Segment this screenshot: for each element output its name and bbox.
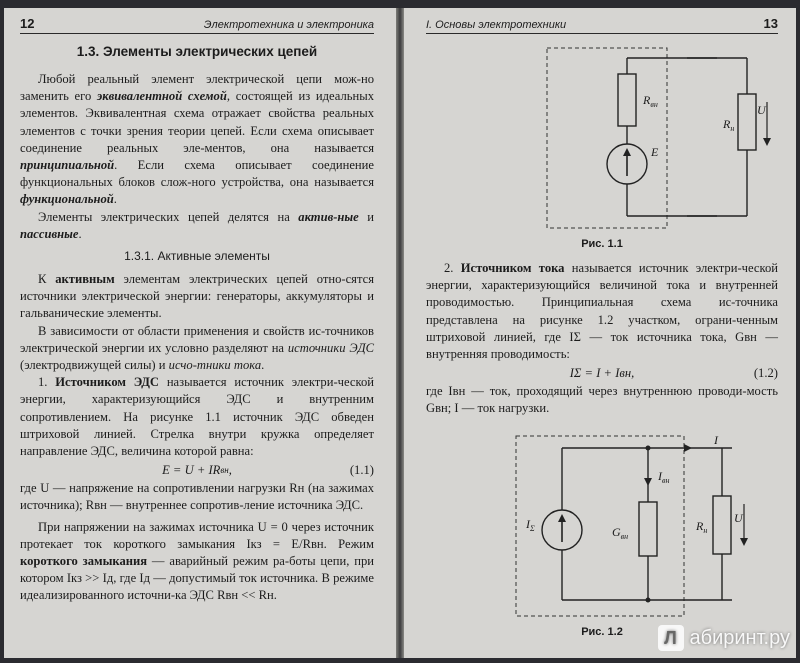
paragraph-2: где Iвн — ток, проходящий через внутренн… bbox=[426, 384, 778, 416]
running-title: Электротехника и электроника bbox=[203, 19, 374, 31]
svg-text:I: I bbox=[713, 433, 719, 447]
svg-text:Gвн: Gвн bbox=[612, 525, 628, 541]
svg-text:E: E bbox=[650, 145, 659, 159]
page-number: 12 bbox=[20, 16, 35, 31]
figure-1-1: Rвн E Rн U bbox=[487, 44, 771, 234]
subsection-title: 1.3.1. Активные элементы bbox=[124, 249, 270, 264]
figure-1-2: I Iвн IΣ Gвн Rн U bbox=[452, 432, 752, 622]
svg-text:Iвн: Iвн bbox=[657, 469, 669, 485]
paragraph-6: где U — напряжение на сопротивлении нагр… bbox=[20, 481, 374, 513]
running-title: I. Основы электротехники bbox=[426, 19, 567, 31]
book-gutter bbox=[396, 8, 404, 658]
svg-text:U: U bbox=[734, 511, 744, 525]
paragraph-7: При напряжении на зажимах источника U = … bbox=[20, 519, 374, 603]
internal-conductance bbox=[638, 500, 658, 557]
watermark-text: абиринт.ру bbox=[689, 626, 791, 649]
load-branch: Rн U bbox=[687, 57, 771, 217]
svg-text:Rн: Rн bbox=[695, 519, 707, 535]
svg-text:Rвн: Rвн bbox=[642, 93, 658, 109]
paragraph-3: К активным элементам электрических цепей… bbox=[20, 272, 374, 321]
page-number: 13 bbox=[763, 16, 778, 31]
svg-text:U: U bbox=[757, 103, 767, 117]
watermark: Л абиринт.ру bbox=[657, 625, 791, 651]
svg-text:Rн: Rн bbox=[722, 117, 734, 133]
left-page: 12 Электротехника и электроника 1.3. Эле… bbox=[4, 8, 396, 658]
section-title: 1.3. Элементы электрических цепей bbox=[76, 44, 318, 59]
load-resistor bbox=[737, 93, 757, 151]
paragraph-1: Любой реальный элемент электрической цеп… bbox=[20, 72, 374, 207]
circuit-diagram-emf-source: Rвн E bbox=[546, 47, 767, 229]
paragraph-5: 1. Источником ЭДС называется источник эл… bbox=[20, 375, 374, 459]
figure-caption: Рис. 1.1 bbox=[581, 238, 623, 250]
paragraph-4: В зависимости от области применения и св… bbox=[20, 323, 375, 373]
equation-1-2: IΣ = I + Iвн, (1.2) bbox=[569, 366, 778, 381]
svg-text:IΣ: IΣ bbox=[525, 517, 535, 533]
load-resistor bbox=[712, 494, 732, 555]
paragraph-2: Элементы электрических цепей делятся на … bbox=[20, 209, 375, 241]
watermark-logo-icon: Л bbox=[657, 625, 684, 651]
right-page: I. Основы электротехники 13 Rвн E bbox=[404, 8, 796, 658]
equation-number: (1.2) bbox=[753, 366, 778, 381]
paragraph-1: 2. Источником тока называется источник э… bbox=[426, 261, 779, 362]
circuit-diagram-current-source: I Iвн IΣ Gвн Rн U bbox=[515, 433, 748, 617]
running-header: 12 Электротехника и электроника bbox=[20, 16, 374, 34]
internal-resistor bbox=[617, 73, 637, 127]
figure-caption: Рис. 1.2 bbox=[581, 625, 623, 638]
equation-number: (1.1) bbox=[349, 463, 374, 478]
running-header: I. Основы электротехники 13 bbox=[426, 16, 778, 34]
